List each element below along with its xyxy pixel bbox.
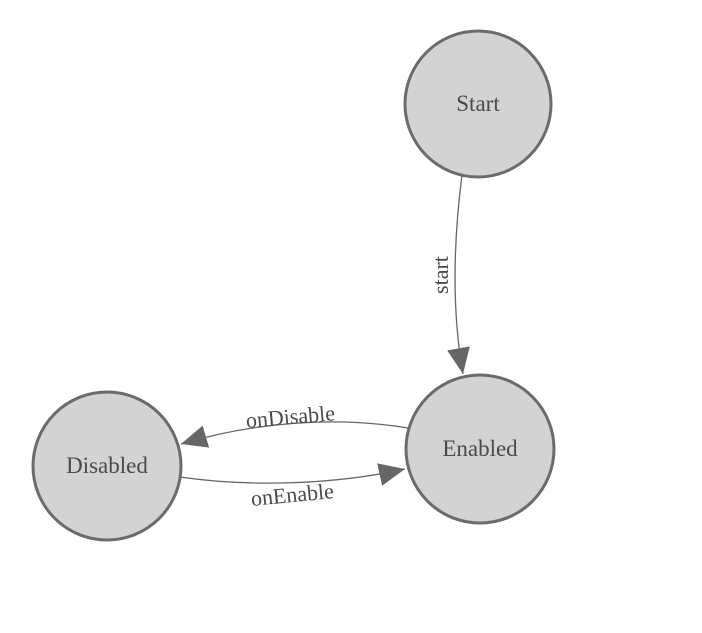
node-enabled-circle <box>404 373 556 525</box>
node-start-label: Start <box>456 91 500 116</box>
edge-enabled-to-disabled: onDisable <box>180 400 409 448</box>
edge-disabled-to-enabled: onEnable <box>179 463 406 511</box>
node-disabled-label: Disabled <box>66 453 148 478</box>
node-start: Start <box>403 29 553 179</box>
node-disabled: Disabled <box>31 390 183 542</box>
edge-ondisable-path <box>180 421 409 448</box>
edge-start-to-enabled: start <box>428 174 470 375</box>
node-start-circle <box>403 29 553 179</box>
node-enabled: Enabled <box>404 373 556 525</box>
node-disabled-circle <box>31 390 183 542</box>
edge-start-path <box>447 174 470 375</box>
edge-label-start: start <box>428 256 453 294</box>
edge-label-ondisable: onDisable <box>245 400 336 433</box>
node-enabled-label: Enabled <box>442 436 518 461</box>
edge-onenable-path <box>179 463 406 486</box>
